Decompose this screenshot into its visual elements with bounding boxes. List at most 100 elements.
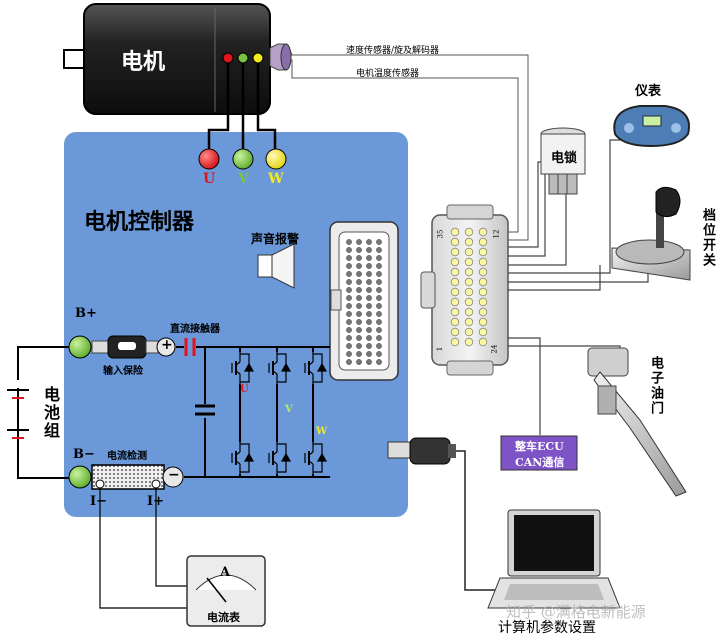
connector-pin [356, 351, 362, 357]
connector-pin [376, 247, 382, 253]
controller-panel [64, 132, 408, 517]
phase-u-terminal [198, 148, 220, 170]
connector-pin [450, 337, 460, 347]
connector-pin [346, 359, 352, 365]
connector-pin [346, 311, 352, 317]
connector-pin [478, 337, 488, 347]
connector-pin [366, 279, 372, 285]
connector-pin [478, 277, 488, 287]
connector-pin [464, 287, 474, 297]
connector-pin [366, 263, 372, 269]
ammeter-symbol: A [220, 565, 231, 580]
fuse-label: 输入保险 [103, 366, 143, 377]
connector-pin [356, 295, 362, 301]
connector-pin [346, 271, 352, 277]
connector-pin [450, 327, 460, 337]
connector-pin [450, 237, 460, 247]
connector-pin [356, 335, 362, 341]
meter-label: 仪表 [635, 84, 662, 99]
connector-pin [346, 255, 352, 261]
connector-pin [366, 303, 372, 309]
connector-pin [478, 257, 488, 267]
ammeter-wires [99, 488, 187, 609]
connector-pin [366, 255, 372, 261]
connector-pin [376, 263, 382, 269]
phase-wires [207, 63, 277, 150]
ammeter-label: 电流表 [207, 611, 240, 624]
ecu-label-line2: CAN通信 [515, 456, 565, 469]
connector-pin [346, 279, 352, 285]
bridge-rails [195, 347, 215, 477]
connector-pin [346, 263, 352, 269]
connector-pin [376, 335, 382, 341]
connector-pin [478, 327, 488, 337]
buzzer-label: 声音报警 [251, 232, 300, 246]
connector-pin [356, 343, 362, 349]
connector-pin [366, 335, 372, 341]
connector-pin [450, 227, 460, 237]
watermark: 知乎 @满格电新能源 [506, 603, 646, 621]
b-minus-label: B− [73, 447, 95, 462]
motor-terminal-yellow [252, 52, 264, 64]
connector-pin [366, 271, 372, 277]
connector-pin [464, 317, 474, 327]
connector-pin [478, 247, 488, 257]
connector-pin [464, 327, 474, 337]
sensor-wires [290, 51, 529, 241]
connector-pin [366, 343, 372, 349]
connector-pin [464, 247, 474, 257]
phase-v-terminal [232, 148, 254, 170]
connector-pin [346, 327, 352, 333]
connector-pin [346, 287, 352, 293]
connector-pin [356, 287, 362, 293]
connector-pin [346, 295, 352, 301]
igbt-switch [304, 352, 328, 384]
plus-sign: + [161, 337, 173, 353]
current-sensor-i-minus [95, 479, 105, 489]
connector-pin [356, 279, 362, 285]
pin-1-label: 1 [436, 346, 445, 352]
phase-w-label: W [268, 171, 284, 187]
key-switch-label: 电锁 [551, 151, 578, 166]
motor [63, 3, 292, 115]
battery [7, 346, 72, 479]
laptop [487, 509, 621, 609]
connector-pin [478, 237, 488, 247]
igbt-switch [231, 442, 255, 474]
igbt-switch [304, 442, 328, 474]
b-plus-terminal [68, 335, 92, 359]
phase-v-label: V [238, 171, 249, 187]
controller-connector-pins [346, 239, 382, 365]
connector-pin [346, 351, 352, 357]
connector-pin [356, 327, 362, 333]
connector-pin [450, 297, 460, 307]
motor-label: 电机 [121, 49, 166, 75]
input-fuse [91, 335, 159, 359]
connector-pin [366, 359, 372, 365]
connector-pin [366, 311, 372, 317]
gear-shifter [611, 186, 691, 281]
connector-pin [376, 343, 382, 349]
controller-connector [329, 221, 399, 381]
connector-pin [464, 257, 474, 267]
connector-pin [464, 227, 474, 237]
connector-pin [346, 343, 352, 349]
connector-pin [478, 227, 488, 237]
connector-pin [356, 271, 362, 277]
connector-pin [376, 351, 382, 357]
peripheral-wires [508, 139, 649, 435]
connector-pin [376, 279, 382, 285]
dashboard-meter [613, 105, 690, 148]
motor-terminal-red [222, 52, 234, 64]
connector-pin [450, 267, 460, 277]
current-sense-label: 电流检测 [107, 451, 147, 462]
vehicle-ecu-box [500, 435, 578, 471]
connector-pin [366, 295, 372, 301]
dc-contactor [184, 338, 196, 356]
connector-pin [464, 277, 474, 287]
minus-sign: − [168, 467, 180, 483]
connector-pin [366, 351, 372, 357]
connector-pin [356, 255, 362, 261]
connector-pin [356, 247, 362, 253]
connector-pin [450, 307, 460, 317]
